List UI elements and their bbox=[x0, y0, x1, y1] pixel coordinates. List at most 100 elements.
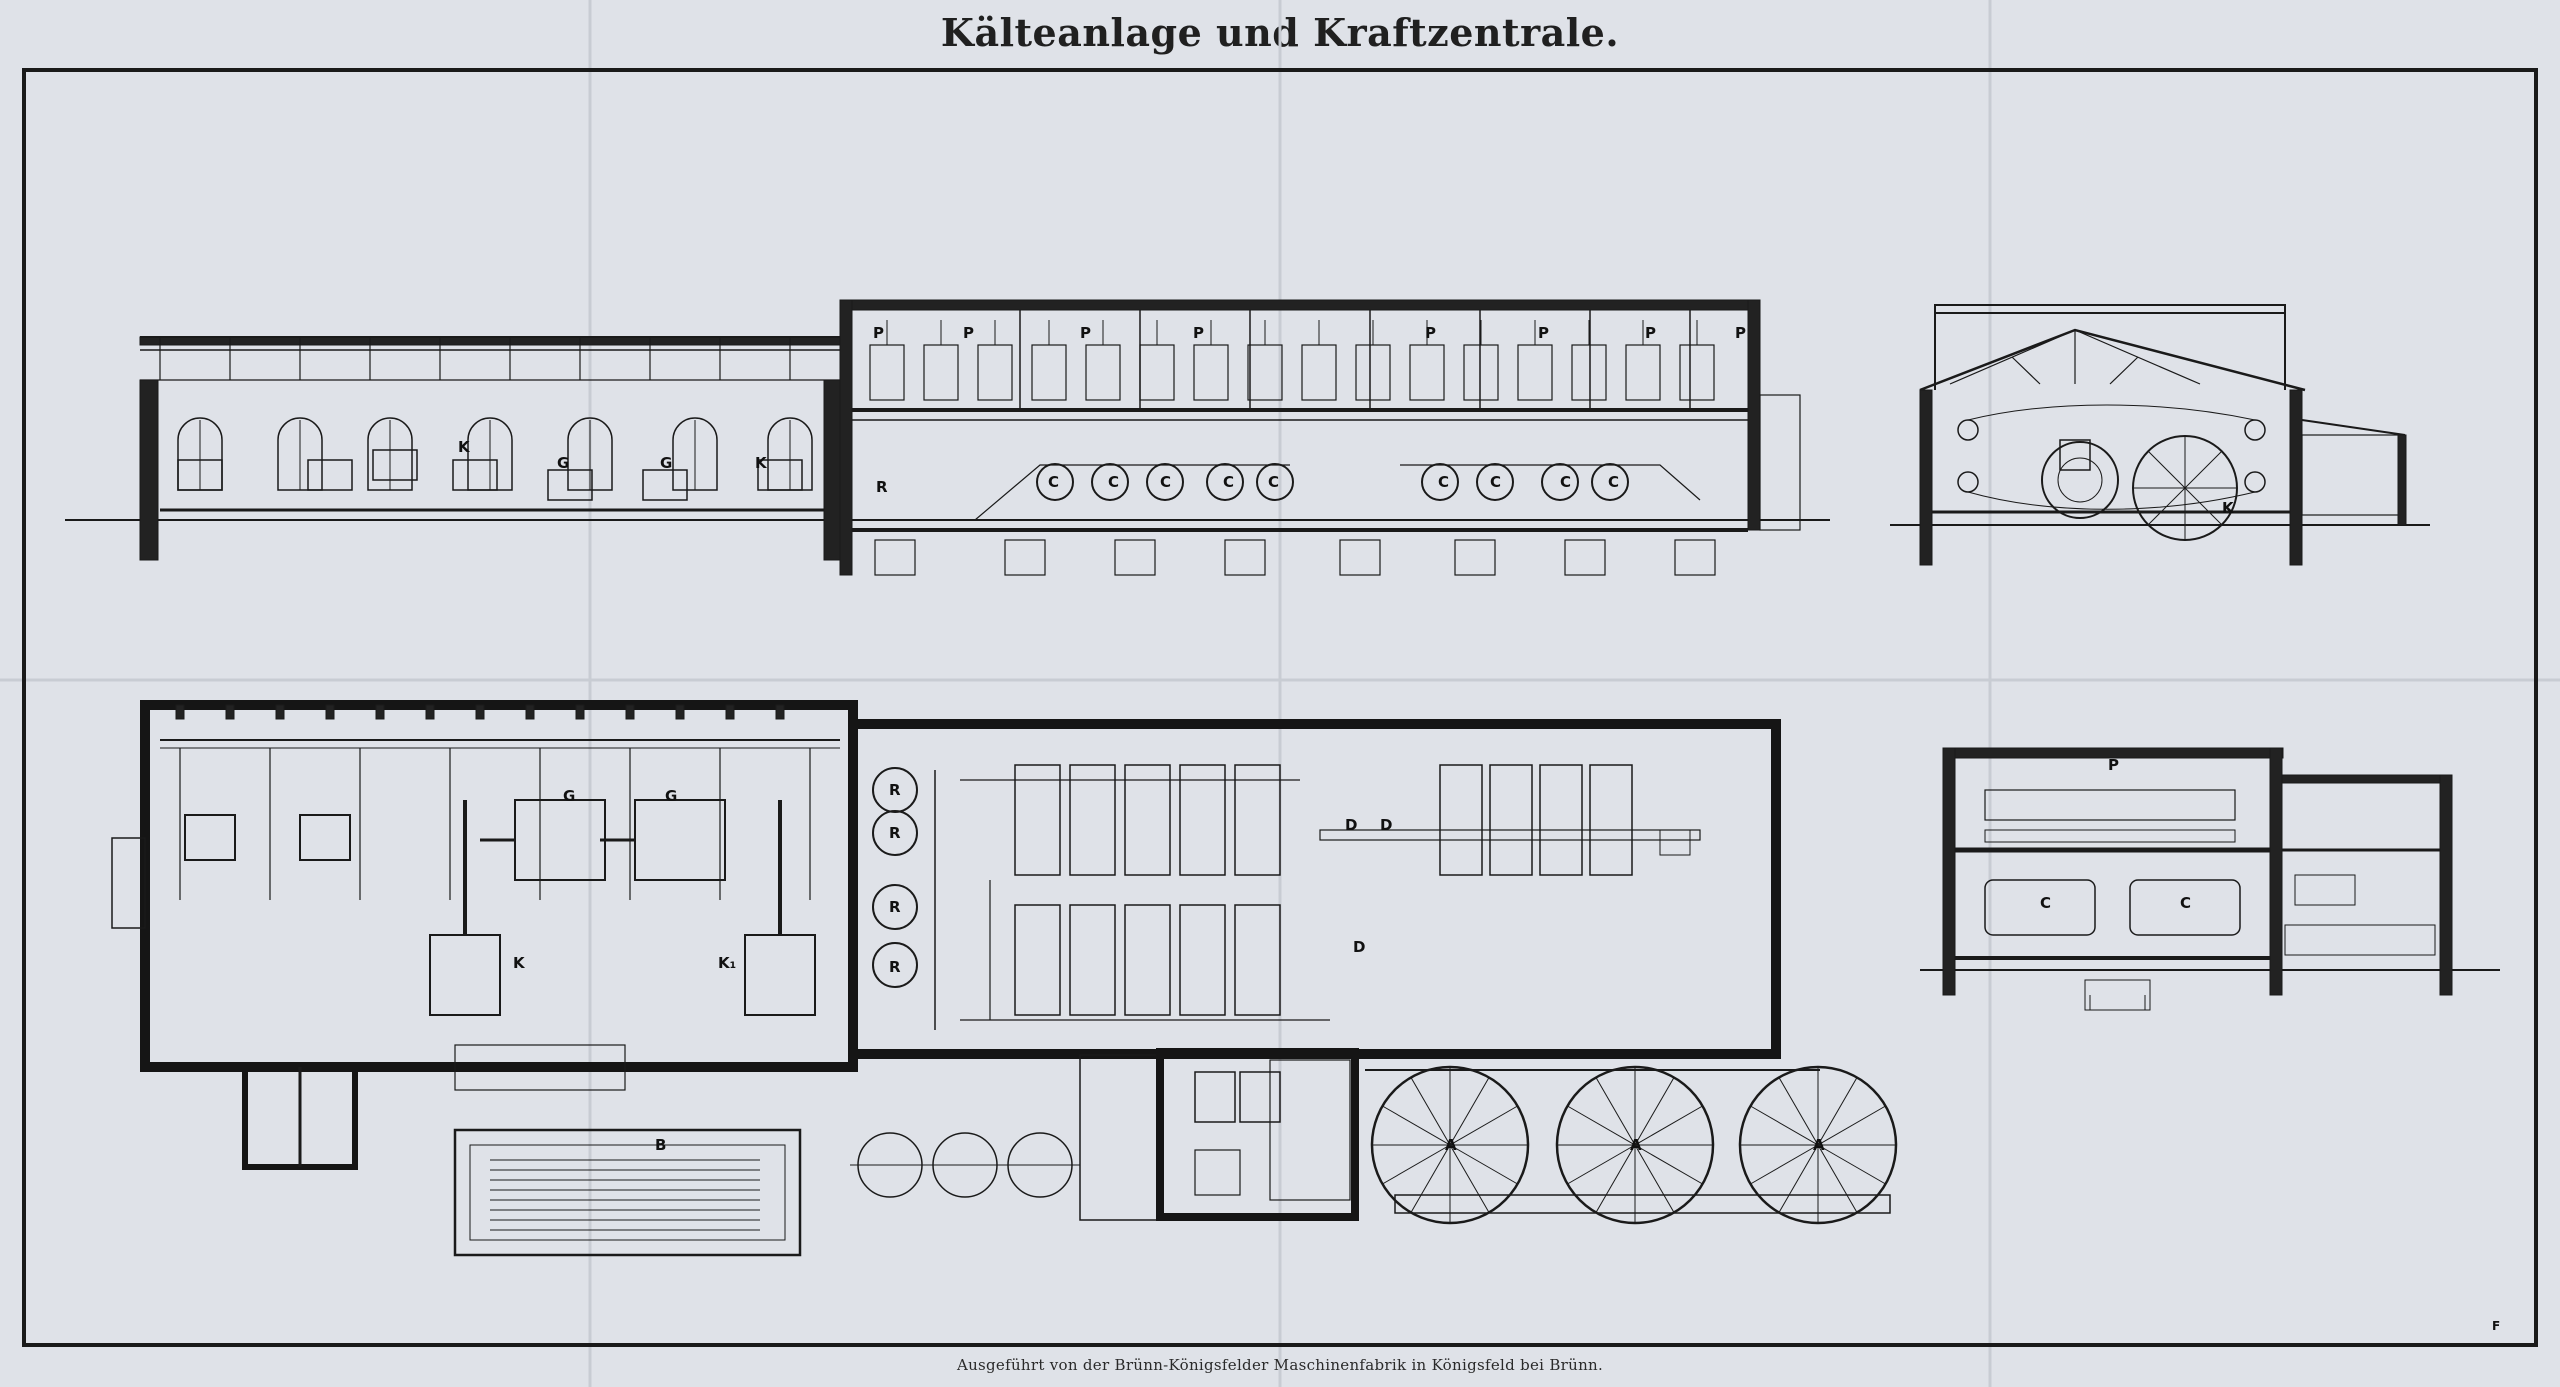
a-tank-spoke bbox=[1449, 1077, 1490, 1146]
a-tank-spoke bbox=[1817, 1077, 1858, 1146]
a-tank-spoke bbox=[1595, 1144, 1636, 1213]
p-bay bbox=[869, 344, 905, 401]
machine-outline bbox=[642, 469, 688, 501]
cross-section-machine-hall bbox=[1890, 304, 2430, 566]
c-vessel bbox=[1146, 463, 1184, 501]
label-c: C bbox=[1268, 473, 1279, 491]
a-tank-spoke bbox=[1449, 1144, 1490, 1213]
label-p: P bbox=[1425, 324, 1436, 342]
c-unit-plan bbox=[1014, 764, 1061, 876]
p-bay bbox=[977, 344, 1013, 401]
a-tank-spoke bbox=[1382, 1144, 1451, 1185]
c-unit-plan bbox=[1069, 904, 1116, 1016]
a-tank-spoke bbox=[1410, 1144, 1451, 1213]
label-r: R bbox=[876, 478, 888, 496]
label-k1: K₁ bbox=[718, 954, 736, 972]
cold-storage-section bbox=[839, 299, 1801, 576]
longitudinal-section bbox=[65, 299, 1830, 576]
c-vessel bbox=[1541, 463, 1579, 501]
c-unit-plan bbox=[1124, 904, 1171, 1016]
pipe-run bbox=[974, 464, 1701, 521]
c-unit-plan bbox=[1439, 764, 1483, 876]
wall-pier bbox=[425, 704, 435, 720]
foundation-block bbox=[1339, 539, 1381, 576]
engine-plan bbox=[184, 814, 236, 861]
brine-pipes bbox=[960, 779, 1330, 1021]
wall-pier bbox=[475, 704, 485, 720]
a-tank-spoke bbox=[1382, 1105, 1451, 1146]
label-b: B bbox=[655, 1136, 666, 1154]
p-bay bbox=[1625, 344, 1661, 401]
label-g: G bbox=[665, 787, 677, 805]
label-p: P bbox=[963, 324, 974, 342]
machine-hall-section bbox=[139, 336, 845, 561]
wall-pier bbox=[225, 704, 235, 720]
wall-pier bbox=[725, 704, 735, 720]
small-tanks-plan bbox=[850, 1132, 1080, 1198]
label-r: R bbox=[889, 824, 901, 842]
label-c: C bbox=[1108, 473, 1119, 491]
c-vessel bbox=[1091, 463, 1129, 501]
label-p: P bbox=[1193, 324, 1204, 342]
label-d: D bbox=[1353, 938, 1365, 956]
machine-outline bbox=[177, 459, 223, 491]
sheet-footer: Ausgeführt von der Brünn-Königsfelder Ma… bbox=[956, 1356, 1604, 1374]
label-k: K bbox=[513, 954, 526, 972]
margin-mark: F bbox=[2492, 1319, 2500, 1333]
wall-pier bbox=[375, 704, 385, 720]
ground-plan bbox=[111, 700, 1898, 1257]
wall-pier bbox=[275, 704, 285, 720]
engine-plan bbox=[299, 814, 351, 861]
p-bay bbox=[923, 344, 959, 401]
label-d: D bbox=[1380, 816, 1392, 834]
a-tank-spoke bbox=[1595, 1077, 1636, 1146]
p-bay bbox=[1463, 344, 1499, 401]
p-bay bbox=[1355, 344, 1391, 401]
arched-window bbox=[567, 417, 613, 491]
a-tank-spoke bbox=[1449, 1105, 1518, 1146]
a-tank-spoke bbox=[1817, 1144, 1886, 1185]
a-tank-spoke bbox=[1817, 1144, 1858, 1213]
a-tank-spoke bbox=[1634, 1144, 1675, 1213]
arched-window bbox=[277, 417, 323, 491]
foundation-block bbox=[1674, 539, 1716, 576]
machine-outline bbox=[547, 469, 593, 501]
machine-outline bbox=[307, 459, 353, 491]
a-tank-spoke bbox=[1817, 1105, 1886, 1146]
generator-plan bbox=[634, 799, 726, 881]
r-tank bbox=[872, 942, 918, 988]
wall-pier bbox=[775, 704, 785, 720]
label-c: C bbox=[1438, 473, 1449, 491]
a-tank-spoke bbox=[1634, 1105, 1703, 1146]
label-p: P bbox=[1645, 324, 1656, 342]
p-bay bbox=[1301, 344, 1337, 401]
foundation-block bbox=[874, 539, 916, 576]
c-unit-plan bbox=[1179, 764, 1226, 876]
label-c: C bbox=[2180, 894, 2191, 912]
foundation-block bbox=[1114, 539, 1156, 576]
c-unit-plan bbox=[1539, 764, 1583, 876]
wall-pier bbox=[325, 704, 335, 720]
c-unit-plan bbox=[1589, 764, 1633, 876]
cross-section-cold-storage bbox=[1920, 747, 2500, 1011]
arched-window bbox=[367, 417, 413, 491]
storage-tanks-a bbox=[1365, 1065, 1898, 1225]
compressor-plan bbox=[744, 934, 816, 1016]
a-tank-spoke bbox=[1410, 1077, 1451, 1146]
label-a: A bbox=[1813, 1136, 1825, 1154]
label-g: G bbox=[660, 454, 672, 472]
label-k: K bbox=[755, 454, 768, 472]
p-bay bbox=[1571, 344, 1607, 401]
sheet-border bbox=[22, 68, 2538, 1347]
c-unit-plan bbox=[1234, 764, 1281, 876]
label-c: C bbox=[1560, 473, 1571, 491]
a-tank-spoke bbox=[1634, 1144, 1703, 1185]
letter-labels: P P P P P P P P P R R R R R C C C C C C … bbox=[458, 324, 2500, 1333]
machine-hall-plan bbox=[111, 700, 858, 1170]
arched-window bbox=[767, 417, 813, 491]
p-bay bbox=[1247, 344, 1283, 401]
p-bay bbox=[1679, 344, 1715, 401]
label-a: A bbox=[1630, 1136, 1642, 1154]
